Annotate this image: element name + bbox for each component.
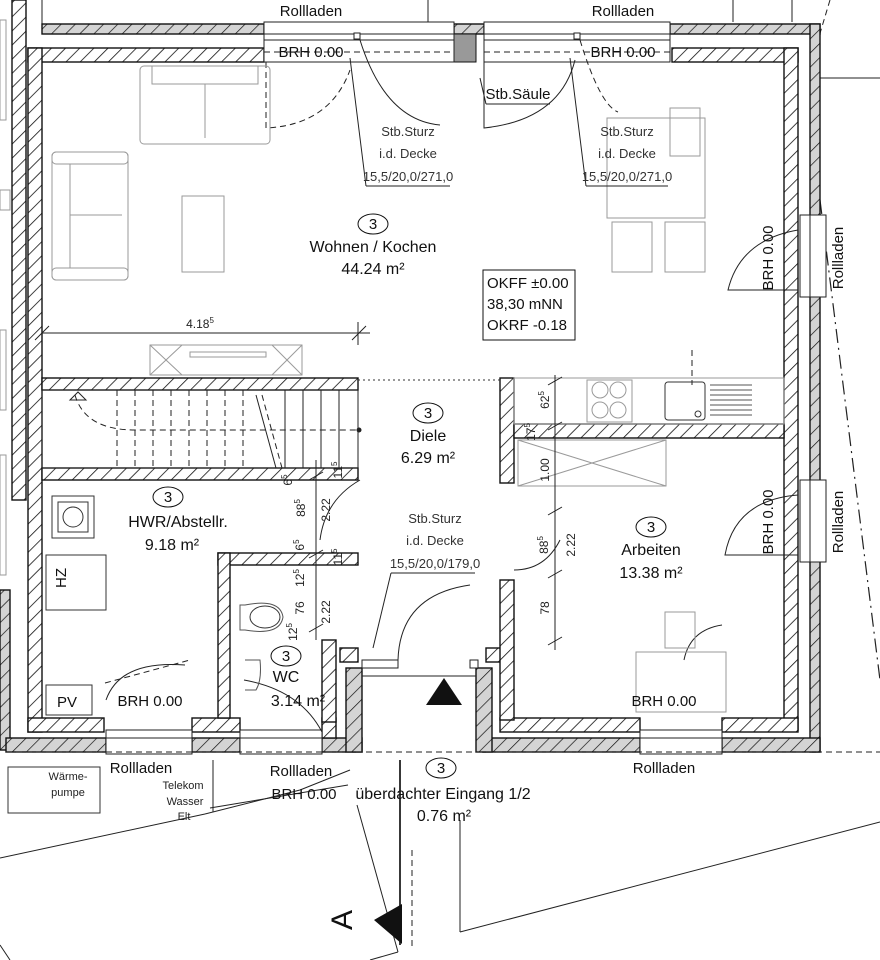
waermepumpe-label: Wärme- (48, 771, 87, 783)
level-info-box: OKFF ±0.00 38,30 mNN OKRF -0.18 (482, 269, 576, 341)
neighbor-wall-left (0, 0, 27, 751)
room-number-badge (425, 757, 457, 779)
staircase (41, 389, 362, 469)
dim-text: 2.22 (564, 533, 578, 557)
lintel-line3: 15,5/20,0/271,0 (363, 169, 453, 184)
room-wc: 3 WC 3.14 m² (270, 645, 326, 710)
room-number-badge (152, 486, 184, 508)
room-area: 0.76 m² (417, 808, 472, 825)
rollladen-label: Rollladen (270, 763, 333, 780)
telekom-label: Telekom (163, 780, 204, 792)
entrance-arrow-icon (426, 678, 462, 705)
lintel-line1: Stb.Sturz (408, 511, 461, 526)
column-label: Stb.Säule (485, 86, 550, 103)
dim-text: 2.22 (319, 600, 333, 624)
window-labels: Rollladen Rollladen BRH 0.00 BRH 0.00 BR… (110, 3, 847, 803)
lintel-line3: 15,5/20,0/179,0 (390, 556, 480, 571)
dim-text: 625 (537, 391, 552, 409)
level-okff: OKFF ±0.00 (487, 275, 569, 292)
brh-label: BRH 0.00 (760, 489, 777, 554)
brh-label: BRH 0.00 (590, 44, 655, 61)
windows (105, 21, 827, 755)
room-name: WC (273, 669, 300, 686)
dim-text: 115 (330, 548, 345, 565)
furniture (7, 65, 785, 814)
room-area: 6.29 m² (401, 450, 456, 467)
dim-text: 4.185 (186, 316, 214, 331)
room-arbeiten: 3 Arbeiten 13.38 m² (619, 516, 683, 582)
room-area: 3.14 m² (271, 693, 326, 710)
level-mnn: 38,30 mNN (487, 296, 563, 313)
leader-lines (209, 57, 668, 809)
door-swings (74, 39, 799, 733)
room-name: HWR/Abstellr. (128, 514, 228, 531)
rollladen-label: Rollladen (830, 227, 847, 290)
pv-label: PV (57, 694, 77, 711)
dimension-lines (6, 322, 880, 753)
wasser-label: Wasser (167, 796, 204, 808)
dim-text: 78 (538, 601, 552, 615)
room-name: Wohnen / Kochen (310, 239, 437, 256)
section-marker-label: A (326, 910, 359, 930)
room-name: Arbeiten (621, 542, 681, 559)
room-number: 3 (164, 489, 172, 506)
brh-label: BRH 0.00 (117, 693, 182, 710)
brh-label: BRH 0.00 (278, 44, 343, 61)
room-number: 3 (369, 216, 377, 233)
room-hwr: 3 HWR/Abstellr. 9.18 m² (128, 486, 228, 554)
elt-label: Elt (178, 811, 191, 823)
dim-text: 2.22 (319, 498, 333, 522)
brh-label: BRH 0.00 (271, 786, 336, 803)
room-area: 9.18 m² (145, 537, 200, 554)
room-number: 3 (437, 760, 445, 777)
dim-text: 65 (280, 474, 295, 486)
equipment-labels: HZ PV Wärme- pumpe Telekom Wasser Elt (48, 568, 203, 823)
room-eingang: 3 überdachter Eingang 1/2 0.76 m² (355, 757, 531, 825)
room-number-badge (357, 213, 389, 235)
dim-text: 125 (292, 569, 307, 587)
lintel-notes: Stb.Sturz i.d. Decke 15,5/20,0/271,0 Stb… (363, 86, 672, 571)
brh-label: BRH 0.00 (760, 225, 777, 290)
dim-text: 115 (330, 461, 345, 478)
waermepumpe-label: pumpe (51, 787, 85, 799)
lintel-line1: Stb.Sturz (381, 124, 434, 139)
dim-text: 125 (285, 623, 300, 641)
rollladen-label: Rollladen (280, 3, 343, 20)
rollladen-label: Rollladen (633, 760, 696, 777)
rollladen-label: Rollladen (592, 3, 655, 20)
lintel-line1: Stb.Sturz (600, 124, 653, 139)
lintel-line2: i.d. Decke (379, 146, 437, 161)
lintel-line2: i.d. Decke (598, 146, 656, 161)
room-number: 3 (424, 405, 432, 422)
dim-text: 65 (292, 539, 307, 551)
dim-text: 1.00 (538, 458, 552, 482)
room-number-badge (635, 516, 667, 538)
brh-label: BRH 0.00 (631, 693, 696, 710)
dimension-texts: 4.185 65 115 885 2.22 65 115 125 76 125 … (186, 316, 578, 641)
entrance-markers (374, 678, 462, 944)
room-diele: 3 Diele 6.29 m² (401, 402, 456, 467)
room-number: 3 (282, 648, 290, 665)
room-number-badge (412, 402, 444, 424)
lintel-line3: 15,5/20,0/271,0 (582, 169, 672, 184)
lintel-line2: i.d. Decke (406, 533, 464, 548)
room-area: 13.38 m² (619, 565, 683, 582)
rollladen-label: Rollladen (110, 760, 173, 777)
room-number: 3 (647, 519, 655, 536)
dim-text: 885 (293, 499, 308, 517)
dim-text: 175 (523, 423, 538, 441)
room-number-badge (270, 645, 302, 667)
room-name: Diele (410, 428, 447, 445)
room-wohnen: 3 Wohnen / Kochen 44.24 m² (310, 213, 437, 278)
dim-text: 76 (293, 601, 307, 615)
level-okrf: OKRF -0.18 (487, 317, 567, 334)
hz-label: HZ (53, 568, 70, 588)
room-area: 44.24 m² (341, 261, 405, 278)
dim-text: 885 (536, 536, 551, 554)
room-name: überdachter Eingang 1/2 (355, 786, 530, 803)
section-arrow-icon (374, 904, 402, 944)
rollladen-label: Rollladen (830, 491, 847, 554)
